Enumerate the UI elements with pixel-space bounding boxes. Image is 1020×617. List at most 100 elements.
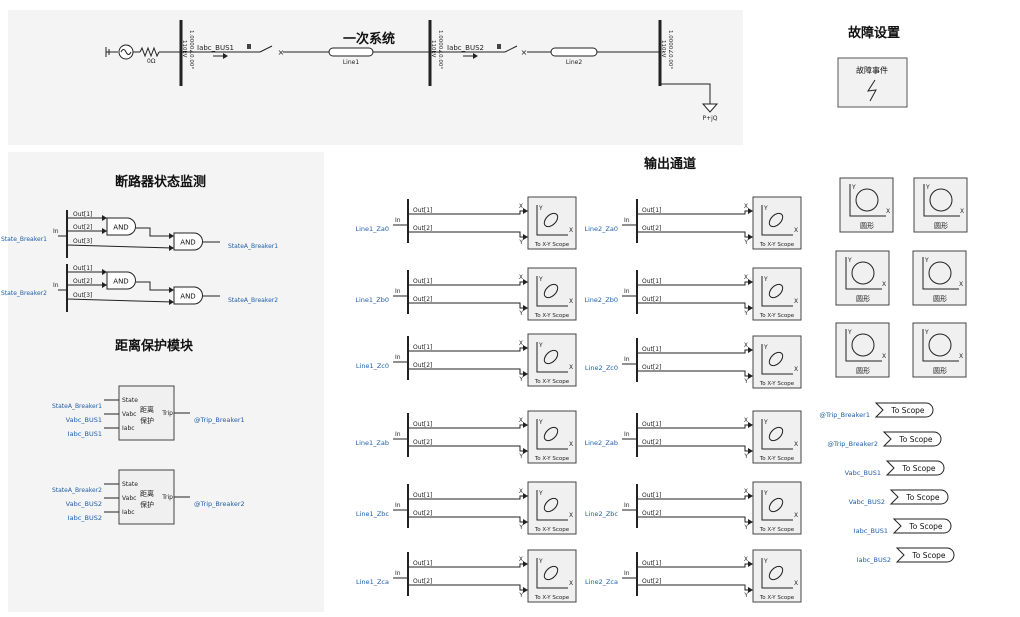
circle-y-label: Y <box>847 257 852 264</box>
port-y: Y <box>518 524 523 531</box>
fault-event-block[interactable]: 故障事件 <box>837 57 908 108</box>
to-scope-tag[interactable] <box>882 431 942 447</box>
scope-ellipse-icon <box>768 283 784 299</box>
out-label: Out[2] <box>413 510 432 517</box>
bus-3-kv: 110kV <box>660 40 666 58</box>
channel-name: Line2_Zbc <box>585 510 619 518</box>
xy-scope-block[interactable] <box>527 333 577 387</box>
xy-scope-block[interactable] <box>527 196 577 250</box>
port-vabc: Vabc <box>122 495 136 502</box>
circle-axes <box>922 257 959 290</box>
arrow-head <box>102 282 107 288</box>
xy-scope-block[interactable] <box>527 267 577 321</box>
out-label: Out[1] <box>413 344 432 351</box>
demux-in-label: In <box>53 228 59 235</box>
xy-scope-block[interactable] <box>752 196 802 250</box>
port-y: Y <box>518 453 523 460</box>
xy-scope-block[interactable] <box>752 410 802 464</box>
meter-arrow <box>223 53 228 59</box>
fault-event-box[interactable] <box>837 57 908 108</box>
xy-scope-block[interactable] <box>752 481 802 535</box>
scope-ellipse-icon <box>768 212 784 228</box>
xy-scope-block[interactable] <box>527 549 577 603</box>
xy-scope-block[interactable] <box>752 267 802 321</box>
breaker-monitor-2: State_Breaker2InOut[1]Out[2]Out[3]ANDAND… <box>1 264 278 312</box>
scope-label: To X-Y Scope <box>759 595 795 601</box>
circle-axes <box>845 329 882 362</box>
and-gate <box>173 232 203 251</box>
to-scope-tag[interactable] <box>874 402 934 418</box>
to-scope-tag[interactable] <box>895 547 955 563</box>
circle-block[interactable] <box>835 322 890 378</box>
out-label: Out[1] <box>642 207 661 214</box>
scope-x-label: X <box>569 580 573 587</box>
circle-x-label: X <box>882 353 886 360</box>
circle-block[interactable] <box>839 177 894 233</box>
input-iabc: Iabc_BUS1 <box>68 430 102 438</box>
distance-block-label: 保护 <box>140 416 154 425</box>
scope-axes <box>761 490 793 521</box>
scope-y-label: Y <box>538 419 543 426</box>
circle-block[interactable] <box>912 322 967 378</box>
breaker-1-x: × <box>278 48 285 57</box>
to-scope-tag[interactable] <box>889 489 949 505</box>
out-label: Out[1] <box>642 492 661 499</box>
port-trip: Trip <box>161 410 173 417</box>
distance-protection-title: 距离保护模块 <box>115 339 194 354</box>
arrow-head <box>523 519 528 525</box>
breaker-state-input: State_Breaker1 <box>1 236 47 243</box>
circle-block[interactable] <box>912 250 967 306</box>
xy-scope-block[interactable] <box>527 481 577 535</box>
scope-ellipse-icon <box>543 283 559 299</box>
scope-axes <box>536 205 568 236</box>
arrow-head <box>748 561 753 567</box>
circle-icon <box>851 333 875 357</box>
output-channels-title: 输出通道 <box>644 157 697 172</box>
scope-ellipse-icon <box>543 426 559 442</box>
distance-block-label: 距离 <box>140 405 154 414</box>
to-scope-tag[interactable] <box>892 518 952 534</box>
demux-in-label: In <box>624 431 630 438</box>
scope-x-label: X <box>569 512 573 519</box>
load-wire <box>660 83 711 104</box>
arrow-head <box>748 208 753 214</box>
and-gate <box>173 286 203 305</box>
circle-axes <box>845 257 882 290</box>
circle-block[interactable] <box>913 177 968 233</box>
circle-x-label: X <box>959 281 963 288</box>
bus-2-current-meter: Iabc_BUS2 <box>447 44 484 52</box>
circle-icon <box>928 261 952 285</box>
xy-scope-block[interactable] <box>527 410 577 464</box>
scope-axes <box>761 558 793 589</box>
port-y: Y <box>743 378 748 385</box>
xy-scope-block[interactable] <box>752 549 802 603</box>
xy-scope-block[interactable] <box>752 335 802 389</box>
port-y: Y <box>743 524 748 531</box>
fault-event-label: 故障事件 <box>856 65 888 75</box>
circle-y-label: Y <box>924 257 929 264</box>
scope-x-label: X <box>794 580 798 587</box>
circle-block[interactable] <box>835 250 890 306</box>
out-label: Out[2] <box>413 225 432 232</box>
demux-in-label: In <box>624 356 630 363</box>
arrow-head <box>523 371 528 377</box>
to-scope-tag[interactable] <box>885 460 945 476</box>
circle-x-label: X <box>960 208 964 215</box>
scope-label: To X-Y Scope <box>534 313 570 319</box>
circle-label: 圆形 <box>933 367 947 375</box>
